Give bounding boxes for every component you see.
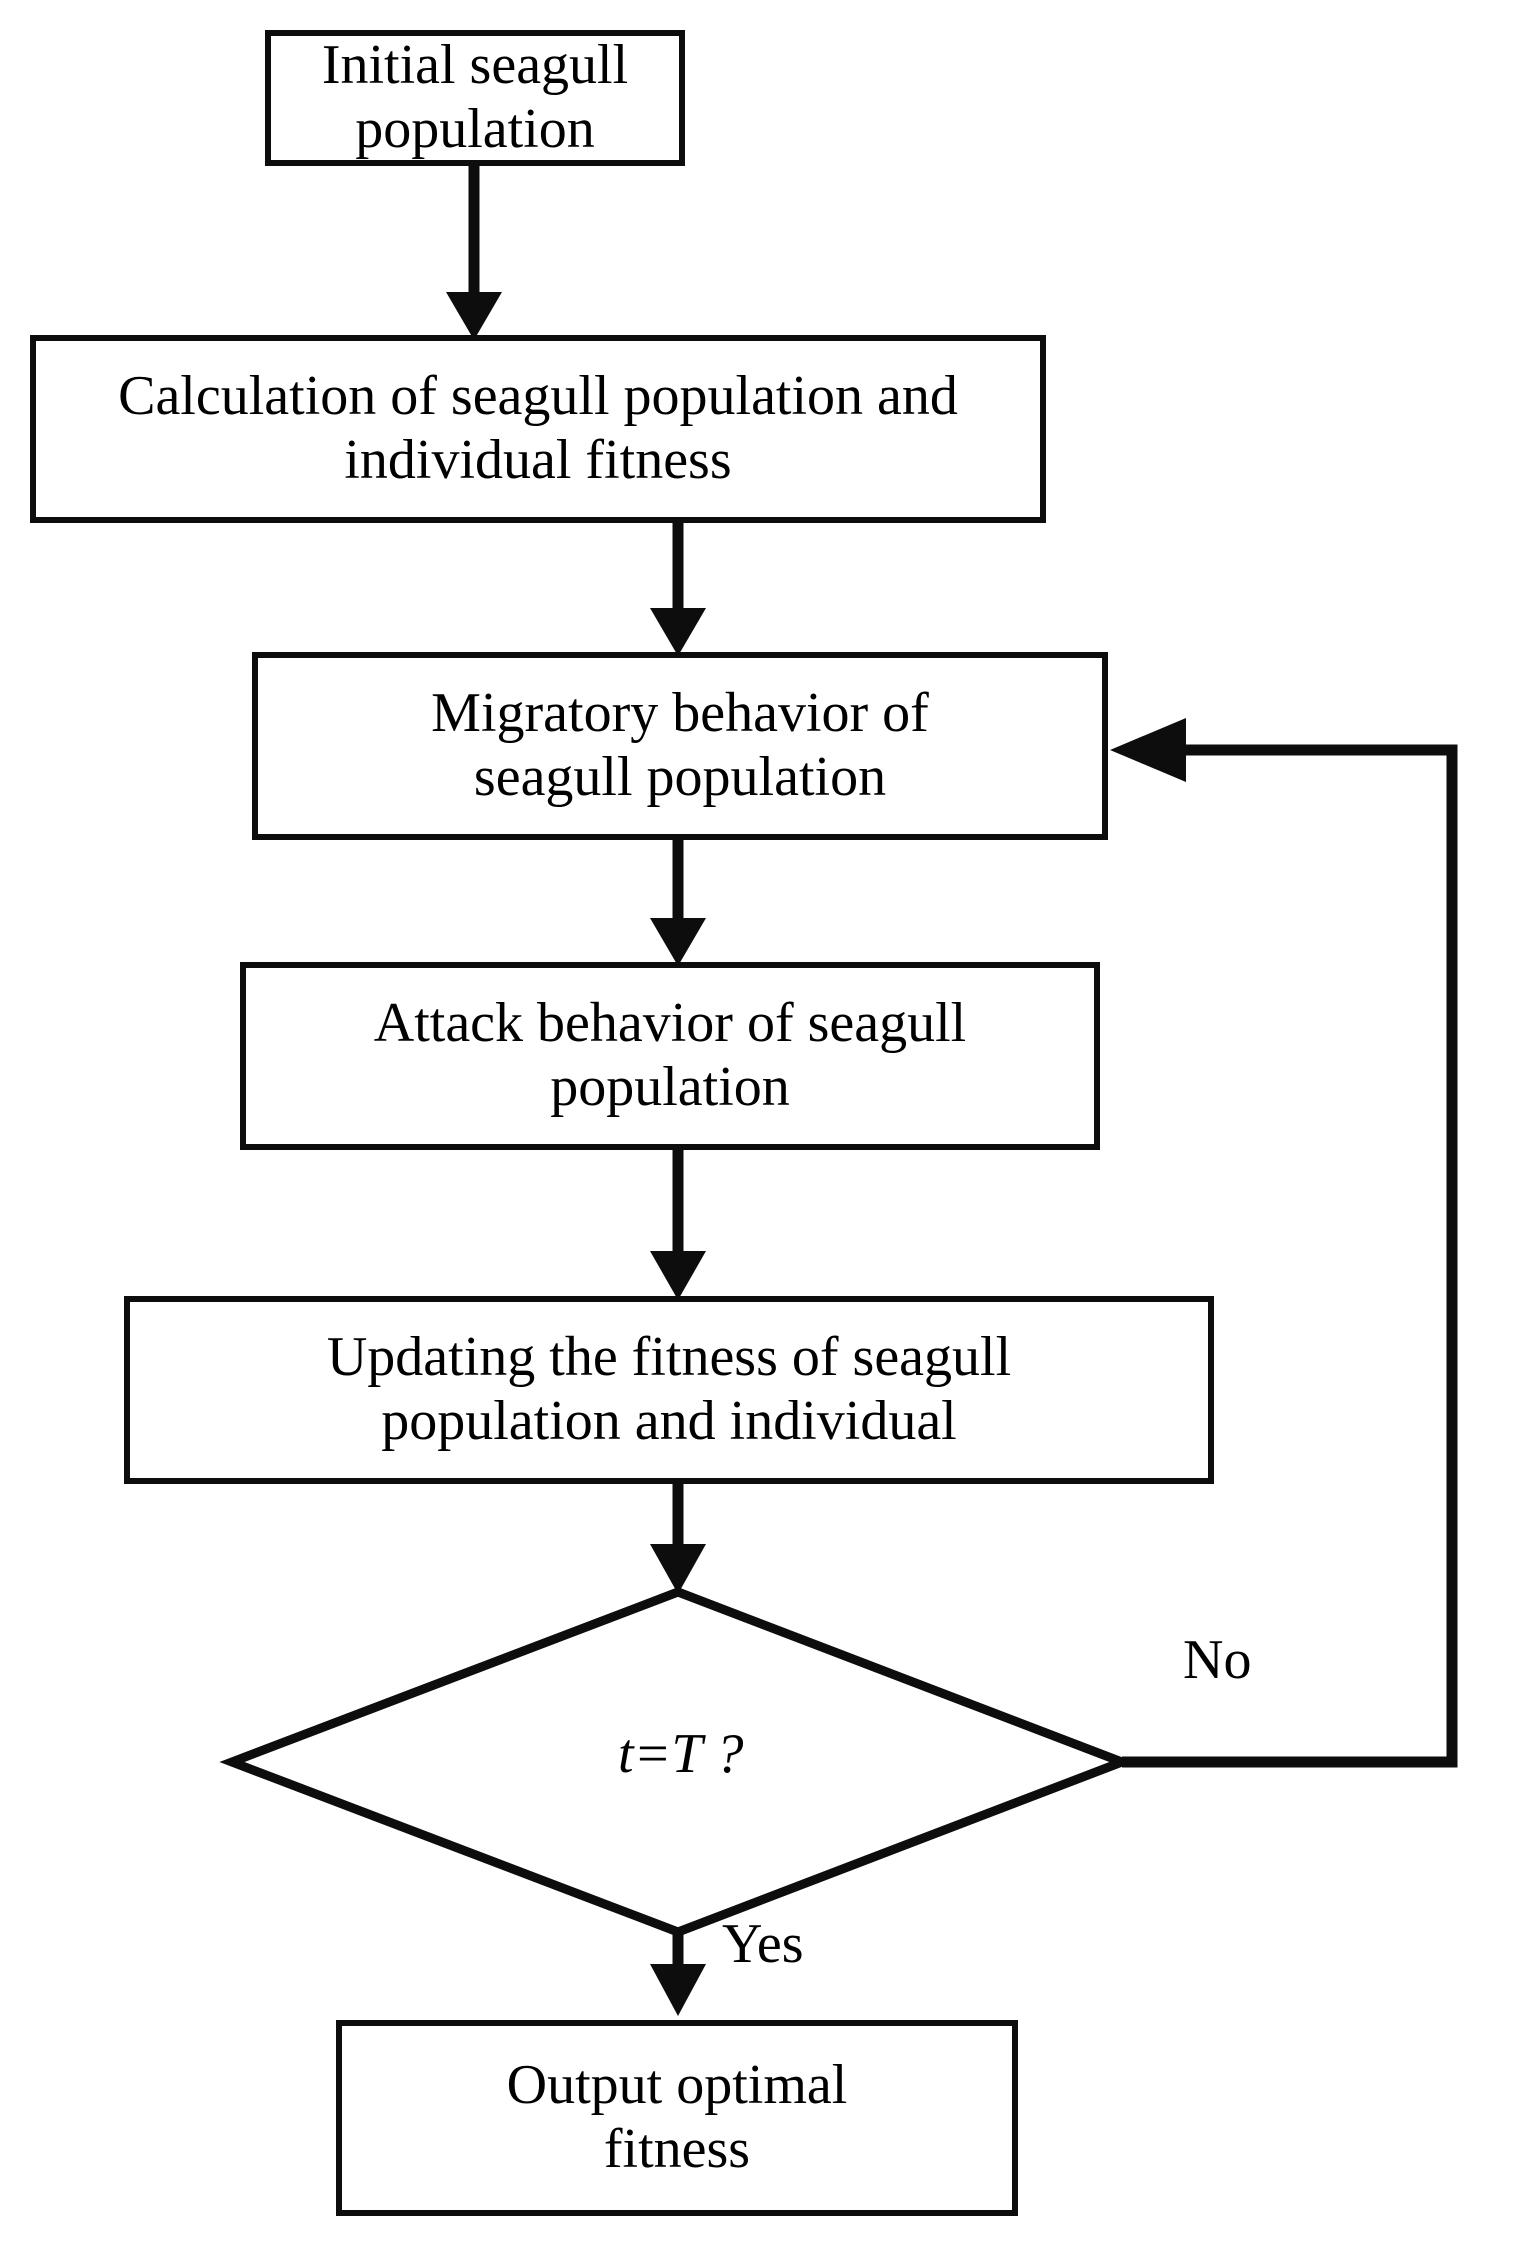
- node-calculation-label: Calculation of seagull population and in…: [118, 365, 958, 491]
- edge-attack-to-updating: [650, 1150, 706, 1300]
- edge-label-yes: Yes: [722, 1913, 804, 1975]
- node-initial-seagull-population[interactable]: Initial seagull population: [265, 30, 685, 166]
- node-updating-label: Updating the fitness of seagull populati…: [326, 1326, 1012, 1452]
- node-attack-behavior[interactable]: Attack behavior of seagull population: [240, 962, 1100, 1150]
- edge-calculation-to-migratory: [650, 523, 706, 656]
- decision-condition-label: t=T ?: [618, 1723, 744, 1785]
- node-calculation-fitness[interactable]: Calculation of seagull population and in…: [30, 335, 1046, 523]
- edge-initial-to-calculation: [446, 166, 502, 340]
- edge-migratory-to-attack: [650, 840, 706, 966]
- node-initial-label: Initial seagull population: [321, 34, 629, 160]
- node-output-optimal-fitness[interactable]: Output optimal fitness: [336, 2020, 1018, 2216]
- edge-updating-to-decision: [650, 1484, 706, 1594]
- edge-decision-to-migratory-no: [1110, 718, 1458, 1768]
- edge-label-no: No: [1183, 1629, 1252, 1691]
- node-migratory-behavior[interactable]: Migratory behavior of seagull population: [252, 652, 1108, 840]
- node-output-label: Output optimal fitness: [506, 2054, 848, 2180]
- node-updating-fitness[interactable]: Updating the fitness of seagull populati…: [124, 1296, 1214, 1484]
- node-migratory-label: Migratory behavior of seagull population: [431, 682, 929, 808]
- edge-decision-to-output-yes: [650, 1932, 706, 2016]
- node-attack-label: Attack behavior of seagull population: [373, 992, 967, 1118]
